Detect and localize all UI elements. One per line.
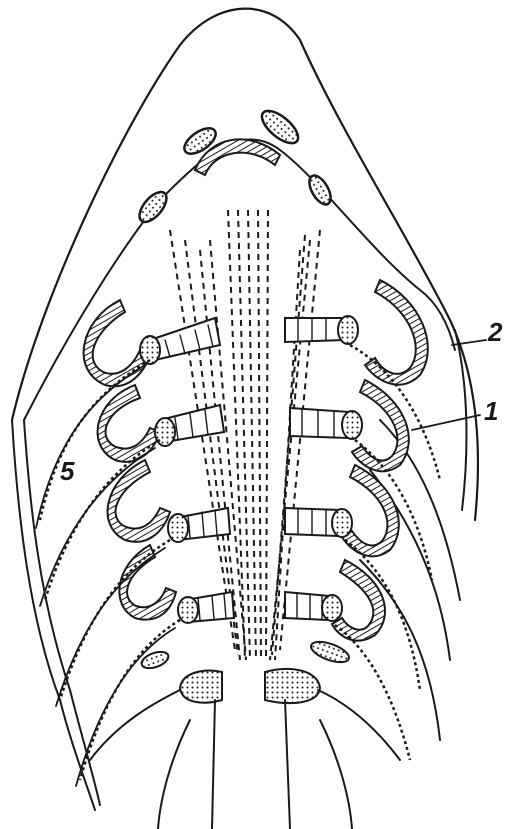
right-loop-3 — [342, 465, 399, 556]
bottom-lines — [90, 690, 400, 829]
leader-line-1 — [412, 415, 480, 430]
left-loop-3 — [108, 460, 170, 542]
left-loop-4 — [119, 545, 176, 620]
label-5: 5 — [60, 456, 75, 486]
ganglion-knobs — [140, 316, 362, 623]
label-2: 2 — [487, 317, 503, 347]
left-root-striations — [165, 325, 226, 620]
label-1: 1 — [484, 396, 498, 426]
right-root-2 — [290, 408, 350, 438]
bottom-oval-left — [180, 671, 222, 703]
left-edge-outer — [12, 420, 95, 810]
right-root-striations — [297, 318, 334, 620]
right-root-1 — [285, 318, 345, 342]
left-loop-1 — [84, 300, 150, 386]
bottom-oval-right — [265, 669, 320, 703]
right-loop-1 — [365, 280, 428, 385]
right-nerve-roots — [285, 318, 350, 620]
top-oval-far-left — [135, 187, 172, 226]
top-oval-right — [305, 172, 335, 208]
